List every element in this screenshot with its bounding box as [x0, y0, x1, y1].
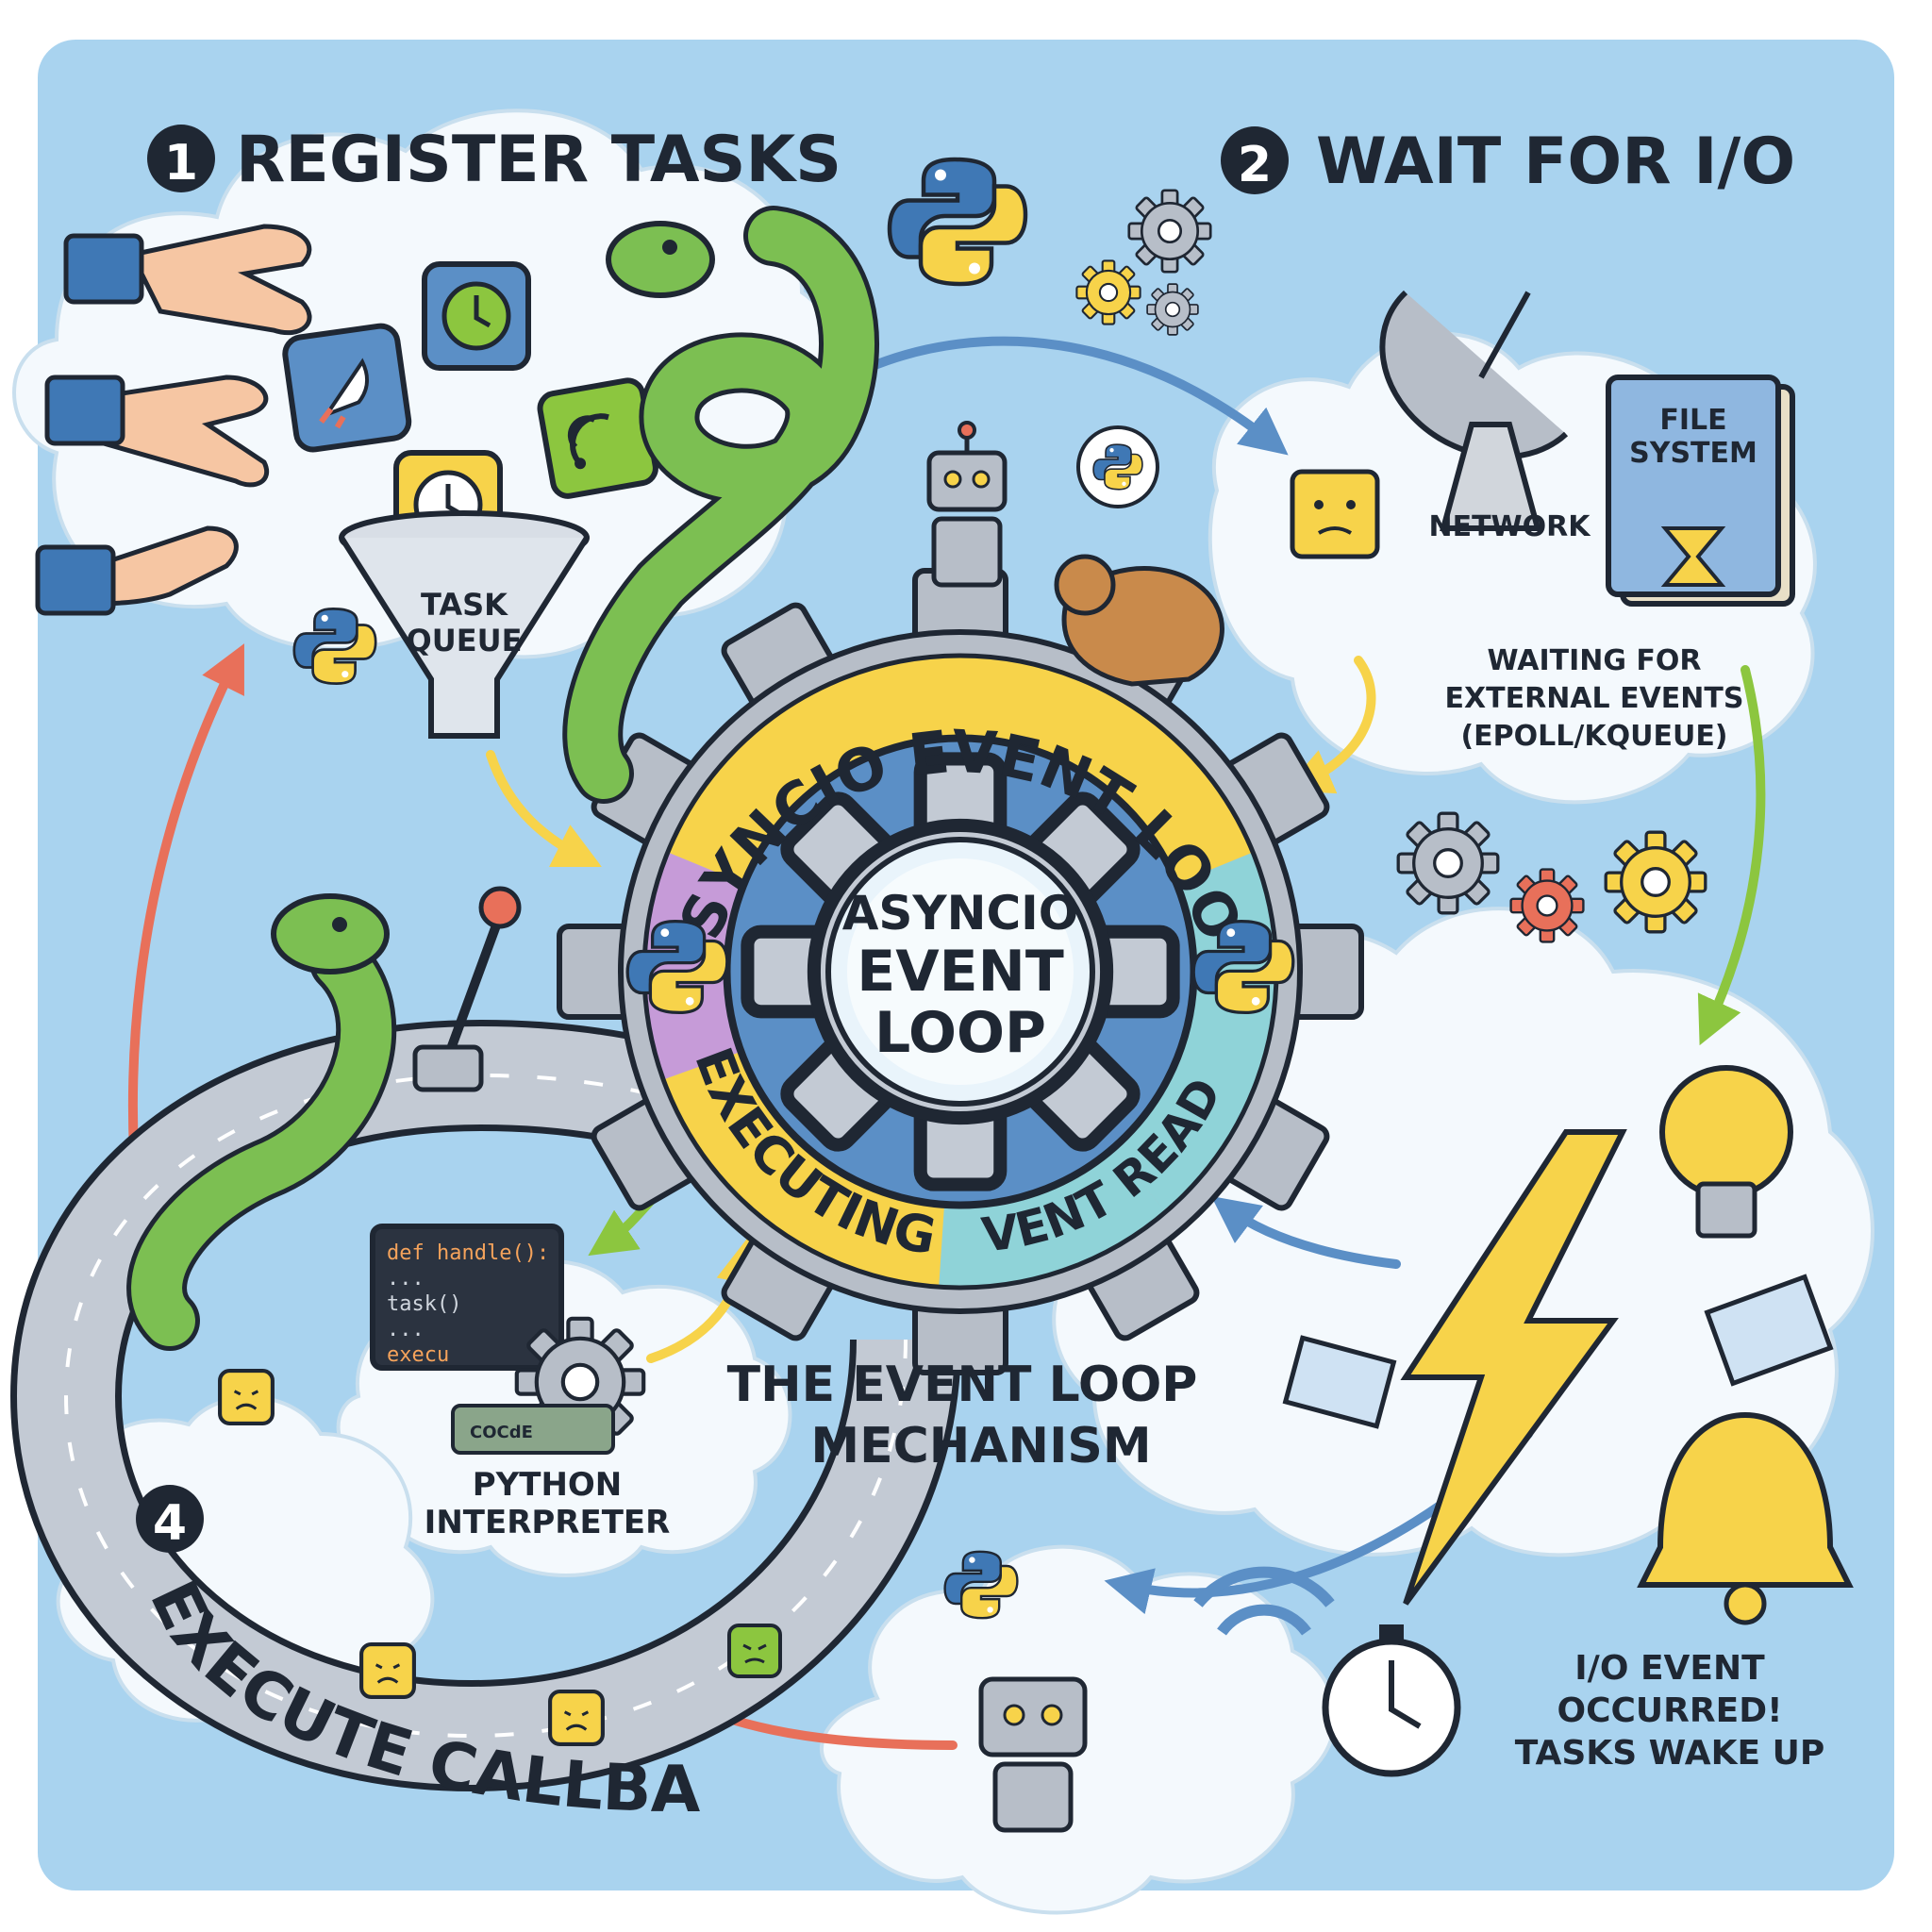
sleeve-icon: [35, 233, 144, 616]
snake-icon: [126, 893, 397, 1351]
arrow-event-to-loop: [1210, 1196, 1401, 1269]
mechanism-label-1: THE EVENT LOOP: [727, 1357, 1198, 1413]
arrow-wait-down: [1697, 665, 1766, 1046]
rocket-icon: [282, 323, 412, 453]
arrow-to-wait: [863, 336, 1289, 456]
center-line-2: EVENT: [857, 939, 1064, 1005]
step-number: 4: [153, 1495, 187, 1552]
lightning-icon: [1400, 1129, 1627, 1606]
robot-icon: [978, 1676, 1088, 1833]
step-number: 1: [164, 135, 198, 192]
network-character-icon: [1290, 469, 1380, 559]
code-line: ...: [387, 1318, 425, 1341]
ring-segment-right: [1112, 852, 1276, 1212]
lever-icon: [412, 886, 522, 1092]
cat-icon: [1054, 554, 1224, 687]
waiting-label-1: WAITING FOR: [1487, 644, 1701, 677]
ring-segment-ready: [939, 1149, 1167, 1289]
speech-bubble: [1076, 425, 1159, 508]
code-badge: COCdE: [451, 1404, 615, 1455]
stopwatch-icon: [1322, 1624, 1461, 1777]
interpreter-label-2: INTERPRETER: [425, 1504, 671, 1541]
robot-icon: [926, 421, 1008, 588]
code-line: ...: [387, 1267, 425, 1291]
arrow-io-to-loop: [1284, 656, 1376, 794]
gear-icon: [1146, 283, 1199, 336]
center-line-1: ASYNCIO: [842, 886, 1079, 941]
funnel-icon: [339, 510, 590, 739]
queue-label-2: QUEUE: [407, 623, 523, 658]
book-icon: [1606, 375, 1795, 607]
ring-segment-title: [668, 657, 1253, 884]
gear-icon: [1509, 868, 1585, 943]
step-title: WAIT FOR I/O: [1316, 125, 1795, 199]
callback-task-icon: [550, 1691, 603, 1744]
event-label-3: TASKS WAKE UP: [1515, 1734, 1825, 1773]
ring-segment-left: [643, 852, 744, 1080]
center-line-3: LOOP: [874, 1000, 1046, 1066]
lightbulb-icon: [1659, 1065, 1793, 1239]
callback-task-icon: [727, 1624, 782, 1678]
gear-icon: [1127, 189, 1212, 274]
step-register-heading: 1 REGISTER TASKS: [147, 123, 841, 197]
event-loop-gear: ASYNCIO EVENT LOOP EXECUTING EVENT READY…: [557, 568, 1364, 1375]
bell-icon: [1637, 1411, 1854, 1625]
hourglass-icon: [1660, 526, 1726, 587]
gear-icon: [1396, 811, 1500, 915]
code-panel: def handle(): ... task() ... execu: [370, 1224, 564, 1371]
step-wait-heading: 2 WAIT FOR I/O: [1221, 125, 1795, 199]
envelope-icon: [1282, 1274, 1834, 1429]
code-line: def handle():: [387, 1241, 549, 1265]
gear-icon: [1604, 830, 1707, 934]
queue-label-1: TASK: [421, 587, 508, 623]
callback-track: [9, 1019, 961, 1792]
clock-icon: [422, 261, 531, 371]
ring-segment-executing: [662, 1051, 945, 1288]
network-label: NETWORK: [1428, 510, 1591, 543]
arrow-queue-to-loop: [486, 750, 602, 867]
svg-text:COCdE: COCdE: [470, 1423, 533, 1442]
event-label-2: OCCURRED!: [1557, 1691, 1782, 1730]
gear-icon: [1075, 259, 1141, 325]
snake-icon: [562, 206, 879, 804]
wifi-icon: [537, 377, 658, 499]
callback-task-icon: [220, 1371, 273, 1424]
interpreter-label-1: PYTHON: [473, 1466, 623, 1504]
wifi-icon: [1193, 1566, 1335, 1636]
mechanism-label-2: MECHANISM: [810, 1418, 1151, 1474]
file-system-label-1: FILE: [1659, 404, 1726, 437]
hand-icon: [92, 224, 312, 607]
task-icons: TASK QUEUE: [35, 224, 658, 739]
code-line: task(): [387, 1292, 461, 1316]
satellite-dish-icon: [1379, 290, 1569, 531]
step-title: REGISTER TASKS: [236, 123, 841, 197]
waiting-label-2: EXTERNAL EVENTS: [1445, 682, 1744, 715]
file-system-label-2: SYSTEM: [1629, 437, 1757, 470]
step-number: 2: [1238, 137, 1272, 193]
code-line: execu: [387, 1343, 449, 1367]
event-label-1: I/O EVENT: [1574, 1649, 1765, 1688]
callback-task-icon: [361, 1644, 414, 1697]
waiting-label-3: (EPOLL/KQUEUE): [1460, 720, 1727, 753]
